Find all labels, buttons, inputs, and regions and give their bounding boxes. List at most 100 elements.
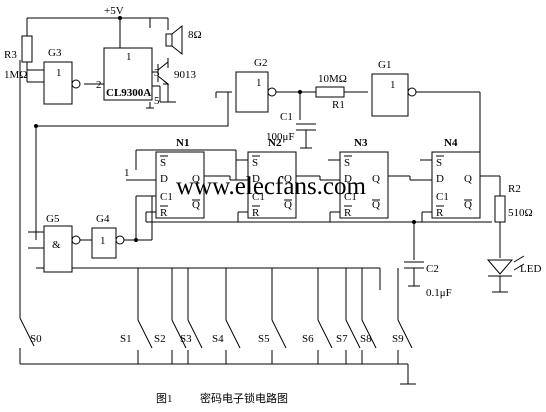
c2-ref: C2: [426, 263, 439, 275]
s1-label: S1: [120, 333, 132, 345]
n1-ref: N1: [176, 137, 189, 149]
g4-ref: G4: [96, 213, 110, 225]
ic-part-label: CL9300A: [106, 87, 151, 99]
n3-pin-d: D: [344, 173, 352, 185]
switch-s0[interactable]: S0: [19, 317, 42, 347]
caption-figure: 图1: [156, 392, 173, 405]
n3-pin-q: Q: [372, 173, 380, 185]
n3-pin-qbar: Q: [372, 199, 380, 211]
c1-ref: C1: [280, 111, 293, 123]
g3-symbol: 1: [56, 67, 62, 79]
n2-pin-q: Q: [284, 173, 292, 185]
n2-pin-qbar: Q: [284, 199, 292, 211]
n2-pin-s: S: [252, 157, 258, 169]
n4-pin-s: S: [436, 157, 442, 169]
ic-pin-1: 1: [126, 51, 132, 63]
g1-symbol: 1: [390, 79, 396, 91]
r3-value: 1MΩ: [4, 69, 27, 81]
flipflop-n4: N4 S D C1 R Q Q: [431, 137, 481, 219]
r3-ref: R3: [4, 49, 17, 61]
n1-pin-c: C1: [160, 191, 173, 203]
switch-s6[interactable]: S6: [302, 319, 333, 349]
flipflop-n1: N1 S D C1 R Q Q 1: [124, 137, 205, 219]
pin-markers: [160, 155, 472, 207]
led-label: LED: [520, 263, 541, 275]
resistor-r1: 10MΩ R1: [315, 73, 347, 111]
n1-pin-s: S: [160, 157, 166, 169]
resistor-r3: R3 1MΩ: [4, 35, 33, 81]
n1-pin-r: R: [160, 207, 168, 219]
switch-s4[interactable]: S4: [212, 319, 241, 349]
s4-label: S4: [212, 333, 224, 345]
ic-pin-5: 5: [154, 95, 160, 107]
n3-pin-s: S: [344, 157, 350, 169]
g1-ref: G1: [378, 59, 391, 71]
s3-label: S3: [180, 333, 192, 345]
n4-pin-d: D: [436, 173, 444, 185]
gate-g3: 1 G3: [43, 47, 81, 105]
s7-label: S7: [336, 333, 348, 345]
gate-g2: 1 G2: [235, 57, 277, 113]
s0-label: S0: [30, 333, 42, 345]
transistor-icon: 9013: [157, 61, 197, 85]
ic-pin-2: 2: [96, 79, 102, 91]
speaker-label: 8Ω: [188, 29, 202, 41]
ic-cl9300a: 1 2 3 5 CL9300A: [96, 47, 160, 107]
n1-pin-d: D: [160, 173, 168, 185]
switch-s3[interactable]: S3: [180, 319, 203, 349]
capacitor-c1: C1 100μF: [266, 111, 295, 143]
led-icon: LED: [486, 255, 541, 277]
s5-label: S5: [258, 333, 270, 345]
r1-ref: R1: [332, 99, 345, 111]
flipflop-n2: N2 S D C1 R Q Q: [247, 137, 297, 219]
n3-pin-r: R: [344, 207, 352, 219]
switch-s2[interactable]: S2: [154, 319, 187, 349]
switch-s5[interactable]: S5: [258, 319, 287, 349]
flipflop-n3: N3 S D C1 R Q Q: [339, 137, 389, 219]
r2-ref: R2: [508, 183, 521, 195]
n4-pin-r: R: [436, 207, 444, 219]
capacitor-c2: C2 0.1μF: [426, 263, 452, 299]
switch-s7[interactable]: S7: [336, 319, 361, 349]
speaker-icon: 8Ω: [165, 24, 202, 56]
s8-label: S8: [360, 333, 372, 345]
g5-symbol: &: [52, 239, 61, 251]
gate-g1: 1 G1: [371, 59, 417, 117]
g3-ref: G3: [48, 47, 62, 59]
n4-pin-qbar: Q: [464, 199, 472, 211]
r2-value: 510Ω: [508, 207, 533, 219]
switch-s1[interactable]: S1: [120, 319, 153, 349]
c1-value: 100μF: [266, 131, 295, 143]
n4-pin-q: Q: [464, 173, 472, 185]
s6-label: S6: [302, 333, 314, 345]
n1-pin-qbar: Q: [192, 199, 200, 211]
n2-pin-r: R: [252, 207, 260, 219]
n2-pin-d: D: [252, 173, 260, 185]
g2-ref: G2: [254, 57, 267, 69]
gate-g4: 1 G4: [91, 213, 125, 259]
s9-label: S9: [392, 333, 404, 345]
s2-label: S2: [154, 333, 166, 345]
g4-symbol: 1: [100, 235, 106, 247]
gate-g5: & G5: [43, 213, 81, 273]
n2-ref: N2: [268, 137, 282, 149]
g5-ref: G5: [46, 213, 60, 225]
switch-s9[interactable]: S9: [392, 319, 413, 349]
g2-symbol: 1: [256, 77, 262, 89]
vcc-label: +5V: [104, 5, 124, 17]
watermark: www.elecfans.com: [176, 173, 367, 200]
n4-pin-c: C1: [436, 191, 449, 203]
resistor-r2: R2 510Ω: [494, 183, 533, 223]
n4-ref: N4: [444, 137, 458, 149]
caption-title: 密码电子锁电路图: [200, 391, 288, 405]
junctions: [34, 16, 416, 242]
c2-value: 0.1μF: [426, 287, 452, 299]
ic-pin-3: 3: [154, 67, 160, 79]
n2-pin-c: C1: [252, 191, 265, 203]
switch-s8[interactable]: S8: [360, 319, 377, 349]
n3-pin-c: C1: [344, 191, 357, 203]
r1-value: 10MΩ: [318, 73, 347, 85]
transistor-label: 9013: [174, 69, 197, 81]
n1-d-level: 1: [124, 167, 130, 179]
